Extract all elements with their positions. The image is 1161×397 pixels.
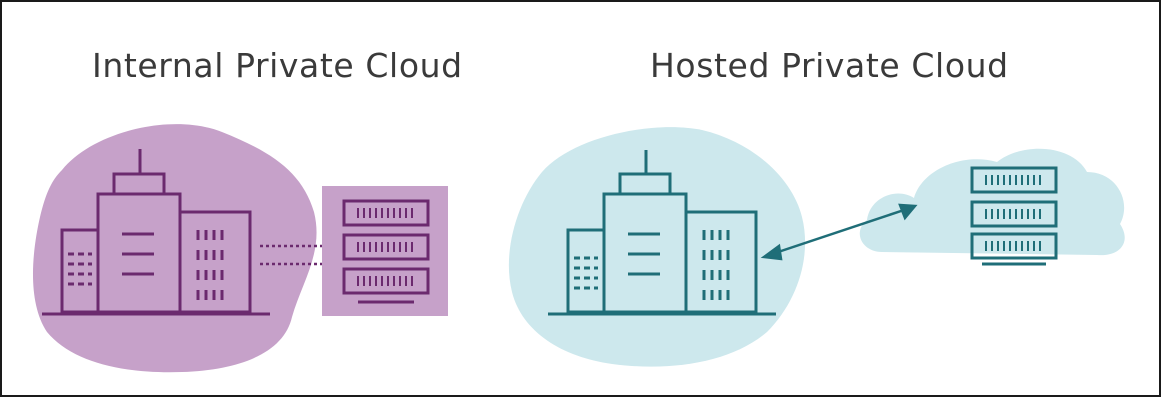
office-building-icon	[548, 150, 776, 316]
office-building-icon	[42, 149, 270, 316]
hosted-private-cloud	[508, 127, 1125, 367]
server-rack-icon	[342, 199, 430, 304]
hosted-cloud-blob	[508, 127, 806, 367]
internal-private-cloud	[32, 124, 448, 373]
internal-private-cloud-title: Internal Private Cloud	[92, 46, 463, 85]
internal-cloud-blob	[32, 124, 317, 373]
double-arrow-icon	[760, 203, 918, 261]
hosted-private-cloud-title: Hosted Private Cloud	[650, 46, 1009, 85]
server-rack-icon	[970, 166, 1058, 266]
dotted-connection-icon	[260, 244, 322, 266]
